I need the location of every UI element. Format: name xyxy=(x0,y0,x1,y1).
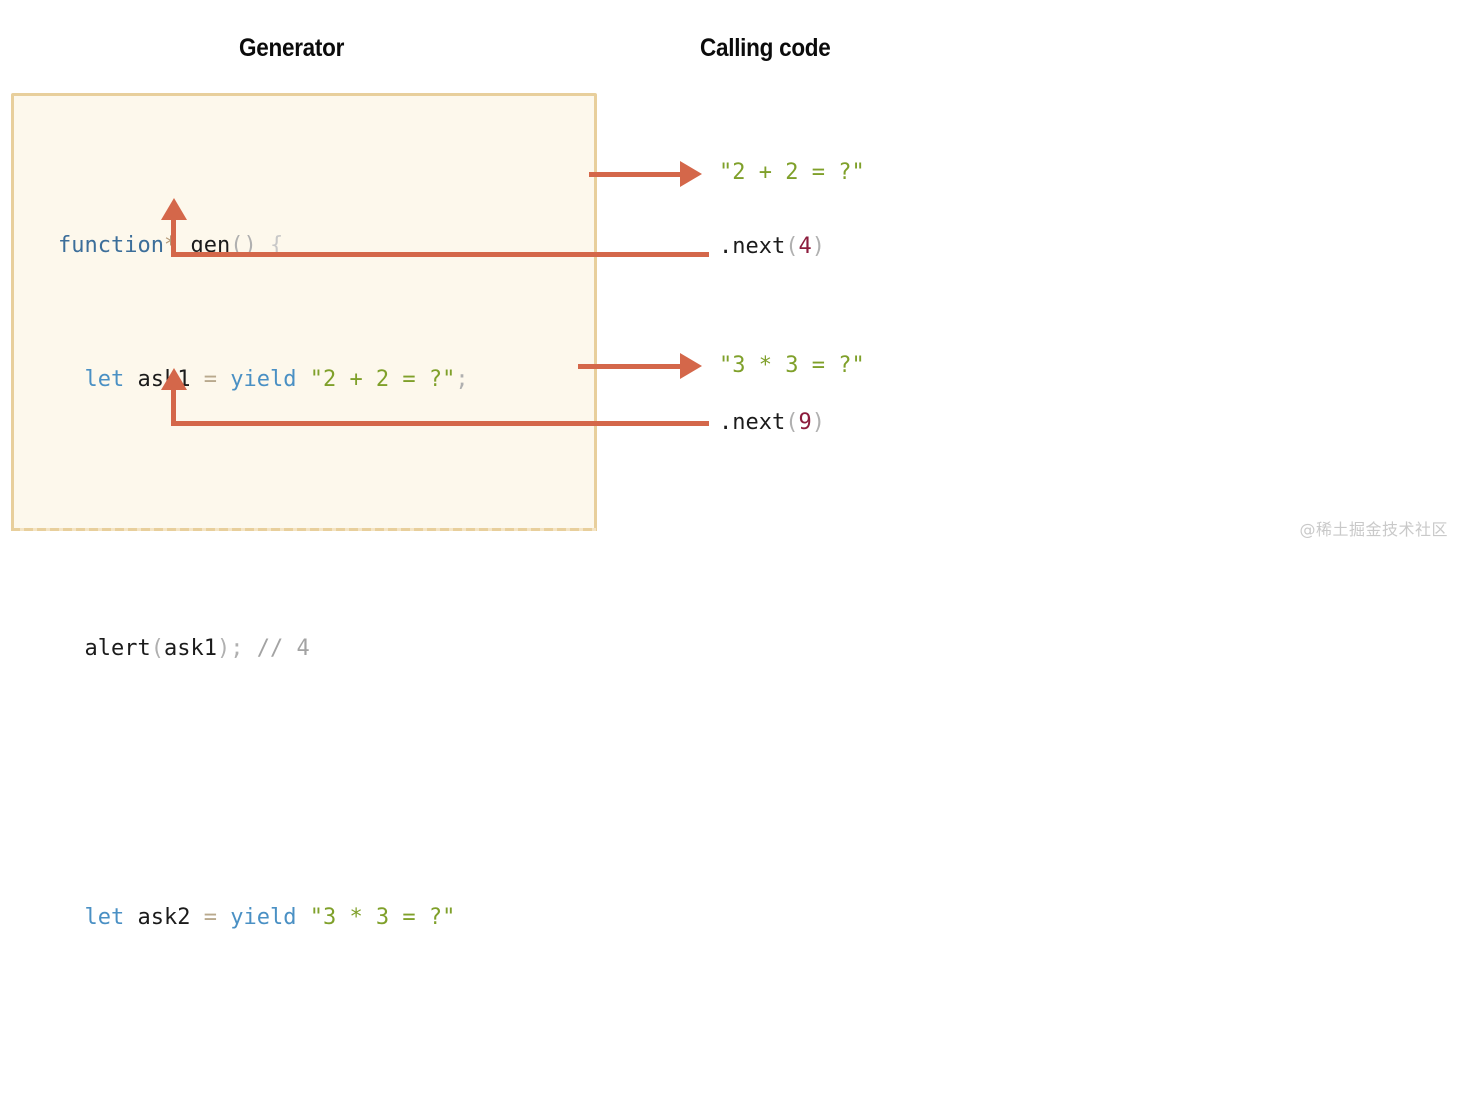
next-return-arrow-1-vertical xyxy=(171,215,176,257)
token-keyword-yield: yield xyxy=(216,367,310,393)
token-comment-4: // 4 xyxy=(243,635,310,661)
token-argument-ask1: ask1 xyxy=(163,635,217,661)
token-semicolon: ; xyxy=(455,367,469,393)
token-open-paren: ( xyxy=(785,234,799,259)
token-indent xyxy=(58,905,85,930)
next-argument-value: 4 xyxy=(798,234,812,259)
token-variable-ask2: ask2 xyxy=(124,904,204,930)
token-keyword-let: let xyxy=(84,904,125,930)
yield-out-arrow-1-line xyxy=(589,172,684,177)
next-call-2: .next(9) xyxy=(719,410,825,435)
code-blank-line-1 xyxy=(58,498,469,532)
next-return-arrow-1-head-icon xyxy=(161,198,187,220)
yielded-value-2: "3 * 3 = ?" xyxy=(719,353,865,378)
token-close-paren: ) xyxy=(811,410,825,435)
yield-out-arrow-2-line xyxy=(578,364,684,369)
token-string-3times3: "3 * 3 = ?" xyxy=(309,904,456,930)
heading-calling-code: Calling code xyxy=(700,34,831,62)
diagram-canvas: Generator Calling code function* gen() {… xyxy=(11,34,1448,930)
token-semicolon: ; xyxy=(230,635,244,661)
token-open-paren: ( xyxy=(785,410,799,435)
generator-code-block: function* gen() { let ask1 = yield "2 + … xyxy=(58,128,469,1096)
code-blank-line-3 xyxy=(58,1035,469,1069)
next-return-arrow-1-horizontal xyxy=(176,252,709,257)
yielded-value-2-text: "3 * 3 = ?" xyxy=(719,353,865,378)
token-close-paren: ) xyxy=(811,234,825,259)
next-method-label: .next xyxy=(719,410,786,435)
token-open-paren: ( xyxy=(150,635,164,661)
heading-generator: Generator xyxy=(239,34,345,62)
next-return-arrow-2-horizontal xyxy=(176,421,709,426)
next-return-arrow-2-head-icon xyxy=(161,368,187,390)
code-blank-line-2 xyxy=(58,766,469,800)
code-line-alert-ask1: alert(ask1); // 4 xyxy=(58,632,469,666)
token-string-2plus2: "2 + 2 = ?" xyxy=(309,367,456,393)
token-keyword-yield: yield xyxy=(216,904,310,930)
yielded-value-1: "2 + 2 = ?" xyxy=(719,160,865,185)
watermark: @稀土掘金技术社区 xyxy=(1299,520,1448,539)
token-open-brace: { xyxy=(256,232,284,258)
yield-out-arrow-2-head-icon xyxy=(680,353,702,379)
yielded-value-1-text: "2 + 2 = ?" xyxy=(719,160,865,185)
code-line-function-declaration: function* gen() { xyxy=(58,229,469,263)
generator-code-panel: function* gen() { let ask1 = yield "2 + … xyxy=(11,93,597,930)
token-keyword-let: let xyxy=(84,367,125,393)
yield-out-arrow-1-head-icon xyxy=(680,161,702,187)
code-line-let-ask2: let ask2 = yield "3 * 3 = ?" xyxy=(58,901,469,935)
token-indent xyxy=(58,636,85,661)
token-indent xyxy=(58,367,85,392)
next-call-1: .next(4) xyxy=(719,234,825,259)
token-close-paren: ) xyxy=(216,635,231,661)
next-return-arrow-2-vertical xyxy=(171,385,176,426)
token-assign-operator: = xyxy=(203,904,217,930)
token-keyword-function: function xyxy=(58,232,164,258)
code-line-let-ask1: let ask1 = yield "2 + 2 = ?"; xyxy=(58,363,469,397)
token-assign-operator: = xyxy=(203,367,217,393)
token-call-alert: alert xyxy=(84,635,151,661)
next-method-label: .next xyxy=(719,234,786,259)
next-argument-value: 9 xyxy=(798,410,812,435)
